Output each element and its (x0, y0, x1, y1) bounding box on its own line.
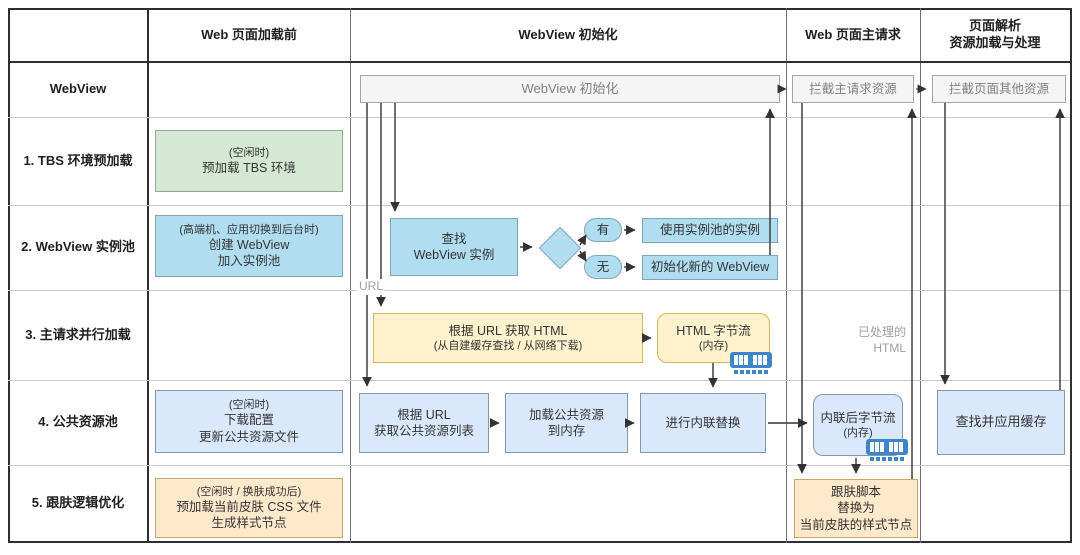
row-label-public-resource-pool: 4. 公共资源池 (38, 414, 118, 430)
node-label: 初始化新的 WebView (650, 260, 770, 275)
node-label: 查找并应用缓存 (955, 414, 1047, 430)
node-label: 内联后字节流 (820, 410, 896, 425)
node-skin-css-preload: (空闲时 / 换肤成功后) 预加载当前皮肤 CSS 文件 生成样式节点 (155, 478, 343, 538)
node-find-apply-cache: 查找并应用缓存 (937, 390, 1065, 455)
node-note: (空闲时) (228, 399, 270, 412)
node-note: (内存) (698, 339, 729, 352)
node-label: 跟肤脚本 替换为 当前皮肤的样式节点 (799, 485, 913, 532)
row-label-webview: WebView (49, 81, 107, 97)
node-note: (高端机、应用切换到后台时) (179, 223, 319, 236)
node-branch-no: 无 (584, 255, 622, 279)
node-label: WebView 初始化 (521, 80, 619, 96)
column-header-before-load: Web 页面加载前 (201, 26, 297, 42)
memory-icon (864, 437, 910, 465)
node-inline-replace: 进行内联替换 (640, 393, 766, 453)
node-label: 进行内联替换 (665, 415, 741, 430)
node-label: 预加载 TBS 环境 (202, 161, 296, 176)
row-label-parallel-main-request: 3. 主请求并行加载 (25, 326, 131, 342)
node-label: 无 (596, 259, 610, 274)
node-fetch-html-by-url: 根据 URL 获取 HTML (从自建缓存查找 / 从网络下载) (373, 313, 643, 363)
node-label: 使用实例池的实例 (659, 223, 760, 238)
node-note: (内存) (843, 426, 873, 439)
node-find-webview-instance: 查找 WebView 实例 (390, 218, 518, 276)
processed-html-label: 已处理的 HTML (857, 325, 906, 355)
node-load-resources-to-memory: 加载公共资源 到内存 (505, 393, 628, 453)
node-label: 有 (596, 222, 610, 237)
grid-hline-row1 (8, 117, 1070, 118)
row-label-webview-pool: 2. WebView 实例池 (21, 239, 135, 255)
column-header-main-request: Web 页面主请求 (805, 26, 901, 42)
row-label-tbs-preload: 1. TBS 环境预加载 (23, 152, 133, 168)
grid-vline-col2 (786, 8, 787, 543)
node-label: 根据 URL 获取公共资源列表 (373, 407, 474, 438)
grid-hline-header (8, 61, 1070, 63)
grid-hline-row2 (8, 205, 1070, 206)
node-init-new-webview: 初始化新的 WebView (642, 255, 778, 280)
node-get-resource-list: 根据 URL 获取公共资源列表 (359, 393, 489, 453)
node-note: (空闲时) (228, 146, 270, 159)
node-create-webview-pool: (高端机、应用切换到后台时) 创建 WebView 加入实例池 (155, 215, 343, 277)
node-label: 根据 URL 获取 HTML (448, 323, 568, 338)
node-note: (空闲时 / 换肤成功后) (196, 485, 302, 498)
node-tbs-preload: (空闲时) 预加载 TBS 环境 (155, 130, 343, 192)
node-webview-init-bar: WebView 初始化 (360, 75, 780, 103)
grid-hline-row4 (8, 380, 1070, 381)
node-download-config-update-resources: (空闲时) 下载配置 更新公共资源文件 (155, 390, 343, 453)
node-note: (从自建缓存查找 / 从网络下载) (433, 339, 583, 352)
grid-vline-col3 (920, 8, 921, 543)
node-intercept-other-resources: 拦截页面其他资源 (932, 75, 1066, 103)
grid-vline-labels (147, 8, 149, 543)
grid-hline-row3 (8, 290, 1070, 291)
table-outer-border (8, 8, 1072, 543)
node-use-pool-instance: 使用实例池的实例 (642, 218, 778, 243)
node-label: 查找 WebView 实例 (413, 231, 495, 262)
node-label: 拦截主请求资源 (809, 81, 897, 96)
node-skin-script-replace: 跟肤脚本 替换为 当前皮肤的样式节点 (794, 479, 918, 538)
node-label: 预加载当前皮肤 CSS 文件 生成样式节点 (176, 499, 322, 531)
url-flow-label: URL (357, 279, 386, 295)
grid-vline-col1 (350, 8, 351, 543)
column-header-parse-resources: 页面解析 资源加载与处理 (949, 18, 1041, 50)
memory-icon (728, 350, 774, 378)
node-label: 加载公共资源 到内存 (528, 407, 604, 438)
column-header-webview-init: WebView 初始化 (518, 26, 618, 42)
row-label-skin-logic: 5. 跟肤逻辑优化 (31, 495, 125, 511)
node-label: HTML 字节流 (676, 323, 751, 338)
grid-hline-row5 (8, 465, 1070, 466)
node-label: 创建 WebView 加入实例池 (208, 237, 290, 269)
node-intercept-main-request: 拦截主请求资源 (792, 75, 914, 103)
node-label: 下载配置 更新公共资源文件 (198, 413, 299, 444)
node-branch-yes: 有 (584, 218, 622, 242)
node-label: 拦截页面其他资源 (948, 81, 1049, 96)
